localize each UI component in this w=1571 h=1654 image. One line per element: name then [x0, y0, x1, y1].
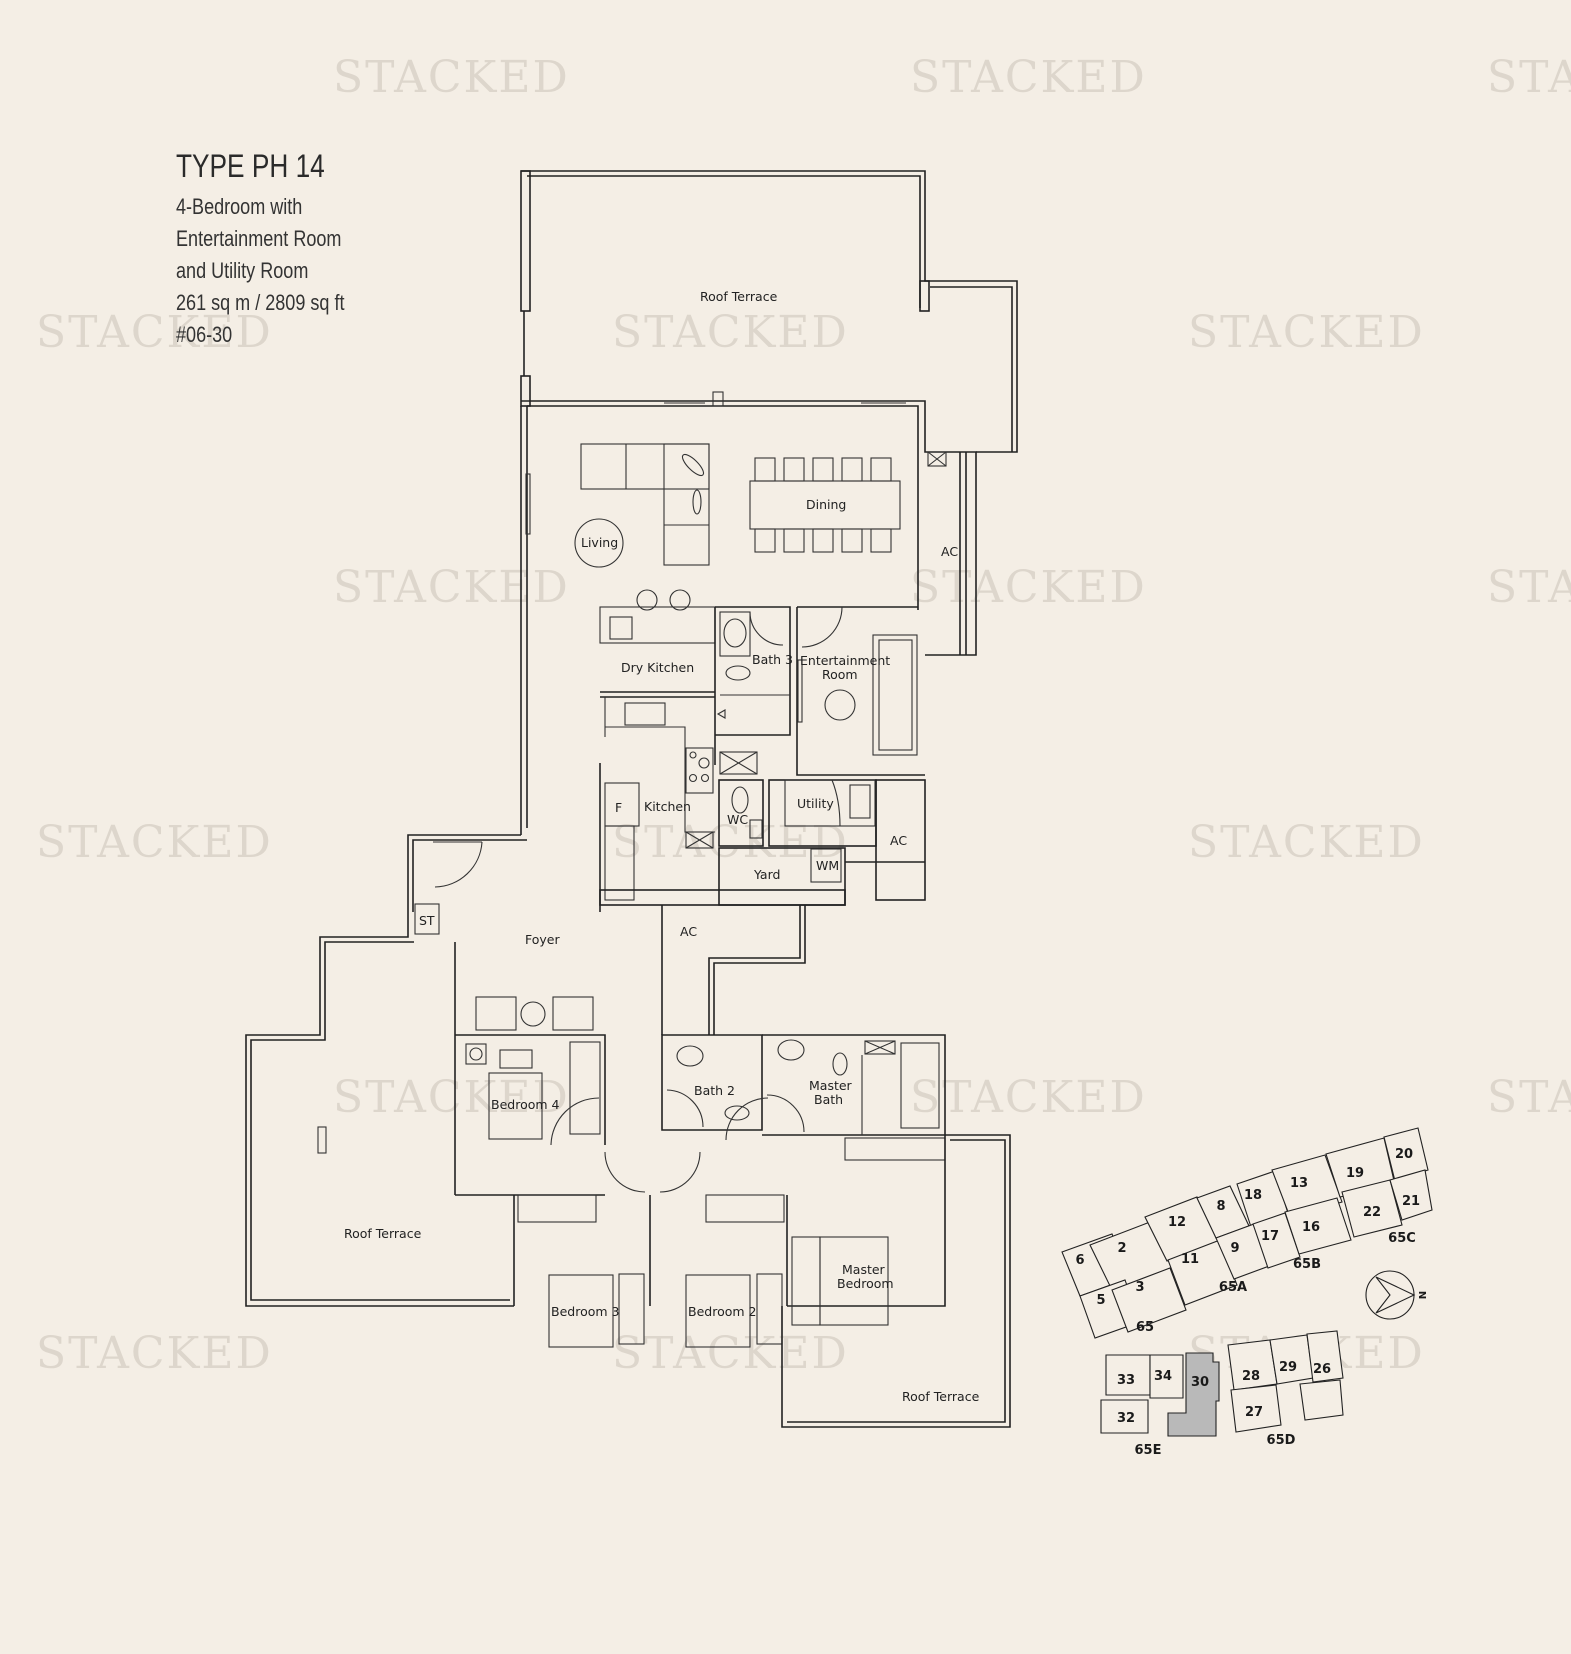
key-plan: 6 2 12 8 18 13 19 20 5 3 11 9 17 16 22 2…: [1061, 1127, 1433, 1458]
dry-kitchen: [599, 589, 716, 833]
room-label-utility: Utility: [797, 796, 834, 811]
room-label-ac: AC: [890, 833, 907, 848]
master-bath: [762, 1034, 946, 1161]
room-label-dining: Dining: [806, 497, 846, 512]
svg-text:29: 29: [1279, 1360, 1297, 1375]
svg-text:32: 32: [1117, 1411, 1135, 1426]
room-label-fridge: F: [615, 800, 622, 815]
svg-text:33: 33: [1117, 1373, 1135, 1388]
svg-text:65B: 65B: [1293, 1257, 1321, 1272]
unit-description-line: 4-Bedroom with: [176, 194, 303, 219]
room-label-foyer: Foyer: [525, 932, 560, 947]
roof-terrace-bottom: [781, 1134, 1011, 1428]
svg-text:9: 9: [1230, 1241, 1239, 1256]
room-label-bath-3: Bath 3: [752, 652, 793, 667]
dining-table-icon: [749, 457, 901, 553]
stove-icon: [685, 747, 714, 794]
svg-text:65A: 65A: [1219, 1280, 1247, 1295]
storage: [414, 903, 440, 935]
unit-description-line: and Utility Room: [176, 258, 309, 283]
room-label-bath-2: Bath 2: [694, 1083, 735, 1098]
door-swing-icon: [604, 1151, 646, 1193]
room-label-master-bath: Bath: [814, 1092, 843, 1107]
room-label-ac: AC: [941, 544, 958, 559]
room-label-roof-terrace: Roof Terrace: [344, 1226, 422, 1241]
svg-text:3: 3: [1135, 1280, 1144, 1295]
room-label-bedroom-2: Bedroom 2: [688, 1304, 756, 1319]
roof-terrace-top: [520, 170, 1018, 453]
living-table-icon: [574, 518, 624, 568]
foyer: [245, 834, 594, 1307]
unit-area: 261 sq m / 2809 sq ft: [176, 290, 345, 315]
svg-text:16: 16: [1302, 1220, 1320, 1235]
unit-description-line: Entertainment Room: [176, 226, 342, 251]
svg-text:65D: 65D: [1267, 1433, 1296, 1448]
svg-text:65C: 65C: [1388, 1231, 1416, 1246]
room-label-master-bath: Master: [809, 1078, 853, 1093]
svg-text:27: 27: [1245, 1405, 1263, 1420]
kitchen: [599, 747, 758, 912]
bedroom-4: [455, 1034, 606, 1196]
living-sofa-icon: [574, 443, 710, 568]
room-label-st: ST: [419, 913, 435, 928]
svg-text:34: 34: [1154, 1369, 1172, 1384]
living-dining-walls: [520, 391, 977, 835]
svg-text:28: 28: [1242, 1369, 1260, 1384]
svg-text:30: 30: [1191, 1375, 1209, 1390]
door-swing-icon: [659, 1151, 701, 1193]
room-label-ac: AC: [680, 924, 697, 939]
svg-text:26: 26: [1313, 1362, 1331, 1377]
door-swing-icon: [725, 1097, 769, 1141]
svg-text:18: 18: [1244, 1188, 1262, 1203]
room-label-bedroom-4: Bedroom 4: [491, 1097, 560, 1112]
room-label-master-bedroom: Bedroom: [837, 1276, 894, 1291]
svg-text:12: 12: [1168, 1215, 1186, 1230]
bedroom-3: [513, 1194, 651, 1348]
svg-text:5: 5: [1096, 1293, 1105, 1308]
bedroom-2: [685, 1194, 788, 1348]
room-label-wc: WC: [727, 812, 748, 827]
room-label-master-bedroom: Master: [842, 1262, 886, 1277]
room-label-entertainment: Room: [822, 667, 858, 682]
north-arrow-icon: N: [1365, 1270, 1427, 1320]
room-label-yard: Yard: [753, 867, 780, 882]
unit-type-title: TYPE PH 14: [176, 148, 325, 184]
room-label-kitchen: Kitchen: [644, 799, 691, 814]
room-label-entertainment: Entertainment: [800, 653, 890, 668]
svg-text:19: 19: [1346, 1166, 1364, 1181]
svg-text:65: 65: [1136, 1320, 1154, 1335]
entertainment-room: [796, 606, 925, 776]
svg-text:6: 6: [1075, 1253, 1084, 1268]
svg-text:20: 20: [1395, 1147, 1413, 1162]
svg-text:8: 8: [1216, 1199, 1225, 1214]
svg-text:65E: 65E: [1135, 1443, 1162, 1458]
svg-text:17: 17: [1261, 1229, 1279, 1244]
highlighted-unit: [1167, 1352, 1220, 1437]
wc-utility-yard: [599, 779, 926, 906]
bath-2: [661, 1034, 763, 1131]
svg-text:13: 13: [1290, 1176, 1308, 1191]
room-label-roof-terrace: Roof Terrace: [902, 1389, 980, 1404]
unit-number: #06-30: [176, 322, 233, 347]
svg-text:22: 22: [1363, 1205, 1381, 1220]
room-label-living: Living: [581, 535, 618, 550]
room-label-roof-terrace: Roof Terrace: [700, 289, 778, 304]
svg-text:N: N: [1416, 1291, 1427, 1299]
svg-text:11: 11: [1181, 1252, 1199, 1267]
room-label-wm: WM: [816, 858, 839, 873]
svg-text:2: 2: [1117, 1241, 1126, 1256]
room-label-dry-kitchen: Dry Kitchen: [621, 660, 694, 675]
ac-ledge: [661, 905, 806, 1035]
bath-3: [715, 606, 791, 736]
unit-info: TYPE PH 14 4-Bedroom with Entertainment …: [176, 148, 381, 351]
svg-text:21: 21: [1402, 1194, 1420, 1209]
room-label-bedroom-3: Bedroom 3: [551, 1304, 619, 1319]
master-bedroom: [787, 1135, 946, 1326]
